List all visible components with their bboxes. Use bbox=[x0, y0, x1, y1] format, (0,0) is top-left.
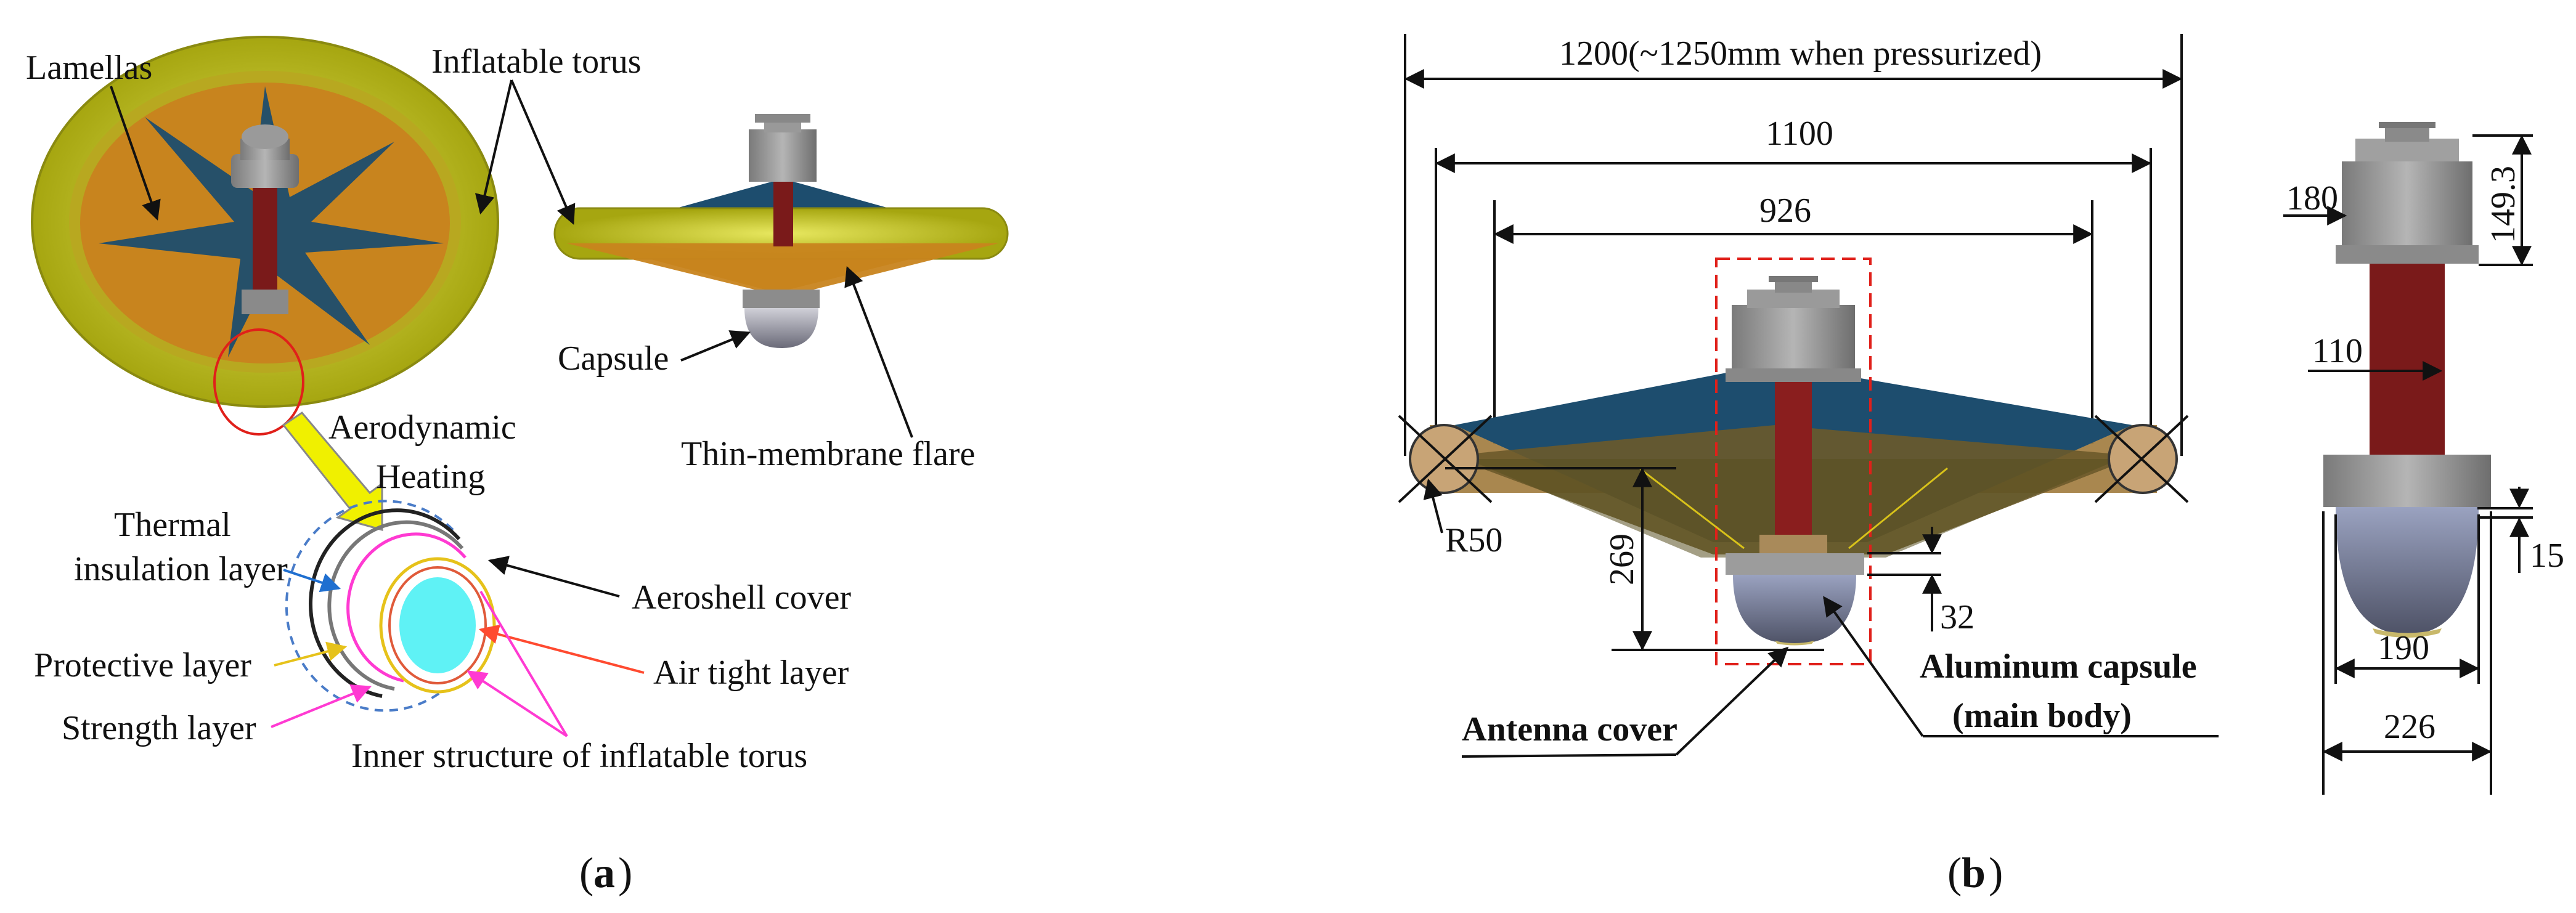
dim-269: 269 bbox=[1603, 534, 1641, 585]
torus-cross-section bbox=[285, 500, 496, 712]
label-strength-layer: Strength layer bbox=[62, 709, 256, 747]
caption-a-letter: a bbox=[593, 850, 615, 897]
panel-a: Lamellas Inflatable torus Capsule Thin-m… bbox=[26, 36, 1009, 897]
caption-b-open: ( bbox=[1947, 850, 1962, 897]
aeroshell-top-view bbox=[31, 36, 499, 436]
dim-180: 180 bbox=[2286, 179, 2338, 217]
caption-b-letter: b bbox=[1962, 850, 1986, 897]
front-view-aeroshell bbox=[1398, 258, 2189, 665]
label-inner-structure: Inner structure of inflatable torus bbox=[351, 737, 807, 775]
caption-b-close: ) bbox=[1989, 850, 2003, 897]
panel-b: 1200(~1250mm when pressurized) 1100 926 bbox=[1398, 34, 2564, 897]
torus-core bbox=[399, 577, 476, 673]
label-antenna-cover: Antenna cover bbox=[1462, 710, 1677, 749]
dim-overall: 1200(~1250mm when pressurized) bbox=[1559, 34, 2042, 73]
capsule-detail-view bbox=[2323, 122, 2491, 638]
label-aeroshell-cover: Aeroshell cover bbox=[632, 578, 851, 617]
dim-110: 110 bbox=[2312, 332, 2363, 370]
label-thermal: Thermal bbox=[114, 506, 231, 544]
dim-32: 32 bbox=[1940, 598, 1975, 636]
label-main-body: (main body) bbox=[1952, 697, 2132, 735]
label-aerodynamic: Aerodynamic bbox=[328, 408, 516, 447]
caption-a-close: ) bbox=[618, 850, 632, 897]
dim-226: 226 bbox=[2384, 708, 2435, 746]
label-inflatable-torus: Inflatable torus bbox=[431, 43, 642, 81]
label-insulation-layer: insulation layer bbox=[74, 550, 288, 588]
aerodynamic-heating-arrow bbox=[282, 412, 383, 531]
dim-149: 149.3 bbox=[2484, 166, 2522, 243]
label-heating: Heating bbox=[376, 458, 485, 496]
dim-15: 15 bbox=[2530, 537, 2564, 575]
label-thin-membrane-flare: Thin-membrane flare bbox=[681, 435, 975, 473]
label-aluminum-capsule: Aluminum capsule bbox=[1920, 647, 2197, 686]
label-lamellas: Lamellas bbox=[26, 49, 152, 87]
torus-highlight-circle bbox=[213, 328, 304, 436]
dim-190: 190 bbox=[2378, 629, 2429, 667]
label-protective-layer: Protective layer bbox=[34, 646, 251, 684]
caption-a-open: ( bbox=[579, 850, 593, 897]
capsule-highlight-box bbox=[1715, 258, 1872, 665]
dim-r50: R50 bbox=[1445, 521, 1502, 559]
aeroshell-side-view bbox=[553, 114, 1009, 348]
dim-926: 926 bbox=[1759, 192, 1811, 230]
dim-1100: 1100 bbox=[1766, 115, 1833, 153]
label-air-tight-layer: Air tight layer bbox=[653, 654, 849, 692]
label-capsule: Capsule bbox=[558, 339, 669, 378]
